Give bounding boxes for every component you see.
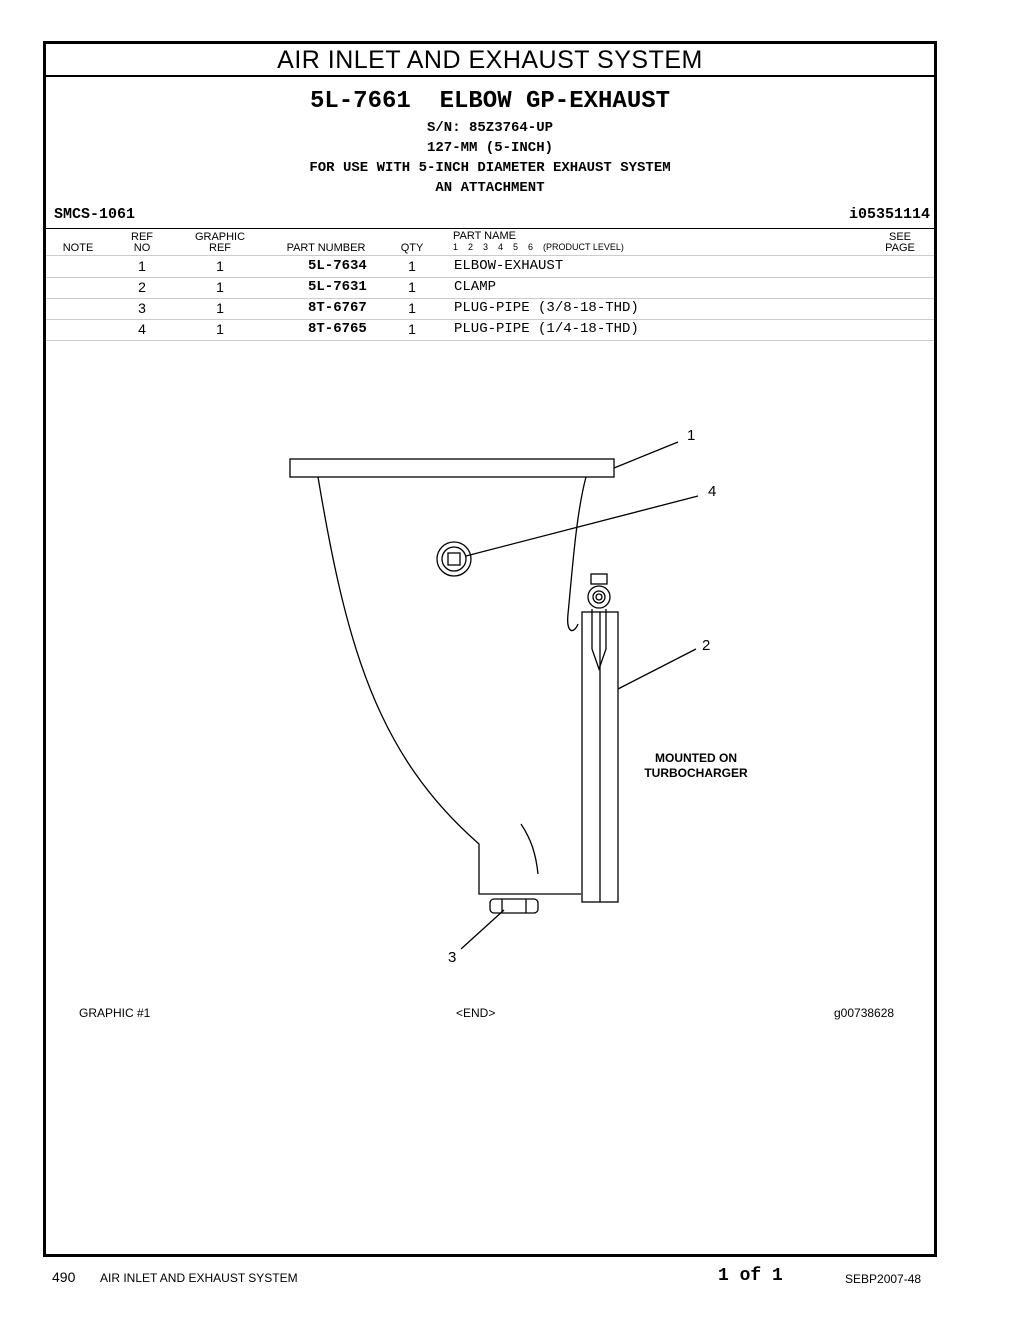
part-name: PLUG-PIPE (1/4-18-THD) <box>454 321 639 337</box>
col-graphic-bottom: REF <box>209 242 231 254</box>
end-marker: <END> <box>456 1006 496 1020</box>
serial-range: S/N: 85Z3764-UP <box>426 120 554 136</box>
mounted-note-line2: TURBOCHARGER <box>644 766 748 780</box>
callout-4: 4 <box>708 483 716 500</box>
qty: 1 <box>408 279 416 295</box>
mounted-note-line1: MOUNTED ON <box>655 751 737 765</box>
graphic-ref: 1 <box>216 258 224 274</box>
col-qty: QTY <box>400 242 424 254</box>
exhaust-elbow-illustration: 1 4 2 3 MOUNTED ON TURBOCHARGER <box>289 427 748 966</box>
header-rule <box>46 255 934 256</box>
col-see-top: SEE <box>888 231 911 243</box>
usage-note: FOR USE WITH 5-INCH DIAMETER EXHAUST SYS… <box>309 160 671 176</box>
part-group-title: 5L-7661 ELBOW GP-EXHAUST <box>309 88 671 115</box>
table-row: 3 1 8T-6767 1 PLUG-PIPE (3/8-18-THD) <box>46 298 934 320</box>
graphic-ref: 1 <box>216 279 224 295</box>
col-product-level: 1 2 3 4 5 6 (PRODUCT LEVEL) <box>453 242 624 252</box>
elbow-body-left <box>317 476 581 895</box>
part-number[interactable]: 5L-7631 <box>308 279 367 295</box>
graphic-ref: 1 <box>216 300 224 316</box>
part-name: ELBOW-EXHAUST <box>454 258 564 274</box>
elbow-inner-curve <box>520 823 539 875</box>
col-graphic-top: GRAPHIC <box>194 231 246 243</box>
image-id: i05351114 <box>848 206 930 223</box>
flange-shape <box>289 458 615 478</box>
graphic-label: GRAPHIC #1 <box>79 1006 151 1020</box>
qty: 1 <box>408 321 416 337</box>
section-title: AIR INLET AND EXHAUST SYSTEM <box>46 44 934 77</box>
page-frame: AIR INLET AND EXHAUST SYSTEM 5L-7661 ELB… <box>43 41 937 1257</box>
smcs-code: SMCS-1061 <box>54 206 136 223</box>
page-of: 1 of 1 <box>718 1266 783 1286</box>
callout-2: 2 <box>702 637 710 654</box>
ref-no: 1 <box>138 258 146 274</box>
col-part-name: PART NAME <box>453 230 516 242</box>
elbow-body-right <box>567 476 587 632</box>
col-note: NOTE <box>62 242 94 254</box>
ref-no: 4 <box>138 321 146 337</box>
part-name: CLAMP <box>454 279 497 295</box>
doc-id: SEBP2007-48 <box>845 1272 922 1286</box>
table-top-rule <box>46 228 934 229</box>
plug-4-shape <box>436 541 472 577</box>
graphic-ref: 1 <box>216 321 224 337</box>
graphic-id: g00738628 <box>834 1006 895 1020</box>
footer-section: AIR INLET AND EXHAUST SYSTEM <box>100 1271 298 1285</box>
col-part-number: PART NUMBER <box>286 242 366 254</box>
table-row: 2 1 5L-7631 1 CLAMP <box>46 277 934 299</box>
plug-3-shape <box>489 898 539 914</box>
table-row: 1 1 5L-7634 1 ELBOW-EXHAUST <box>46 256 934 278</box>
part-number[interactable]: 8T-6765 <box>308 321 367 337</box>
col-ref-bottom: NO <box>133 242 151 254</box>
ref-no: 2 <box>138 279 146 295</box>
qty: 1 <box>408 258 416 274</box>
part-name: PLUG-PIPE (3/8-18-THD) <box>454 300 639 316</box>
callout-3: 3 <box>448 949 456 966</box>
callout-1: 1 <box>687 427 695 444</box>
part-number[interactable]: 5L-7634 <box>308 258 367 274</box>
table-row: 4 1 8T-6765 1 PLUG-PIPE (1/4-18-THD) <box>46 319 934 341</box>
col-see-bottom: PAGE <box>885 242 915 254</box>
page-number: 490 <box>52 1269 76 1285</box>
size-spec: 127-MM (5-INCH) <box>426 140 554 156</box>
qty: 1 <box>408 300 416 316</box>
ref-no: 3 <box>138 300 146 316</box>
part-number[interactable]: 8T-6767 <box>308 300 367 316</box>
col-ref-top: REF <box>131 231 153 243</box>
attachment-note: AN ATTACHMENT <box>435 180 545 196</box>
